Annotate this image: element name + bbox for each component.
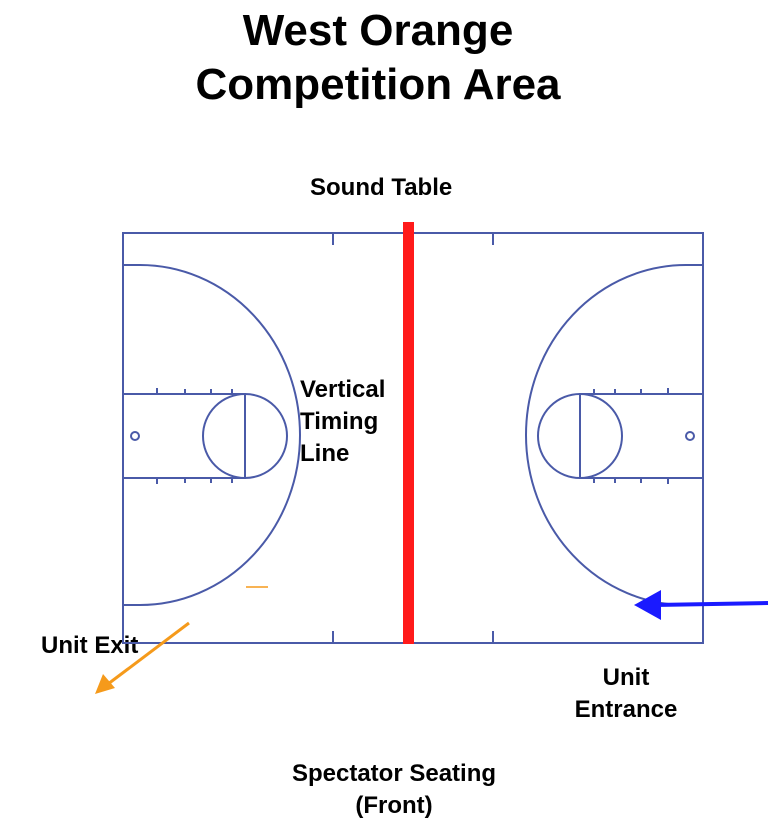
unit-exit-arrowhead	[95, 674, 115, 694]
unit-entrance-arrowhead	[634, 590, 661, 620]
spectator-seating-label-1: Spectator Seating	[291, 760, 497, 787]
left-free-throw-circle	[202, 393, 288, 479]
diagram-title: West Orange Competition Area	[0, 4, 756, 112]
unit-entrance-label-2: Entrance	[574, 696, 678, 723]
unit-entrance-arrow	[654, 601, 769, 607]
timing-line-label: Vertical Timing Line	[300, 374, 385, 470]
timing-line-label-3: Line	[300, 440, 350, 467]
right-basket	[685, 431, 695, 441]
left-three-point-arc	[123, 264, 301, 606]
right-key	[579, 393, 704, 479]
unit-entrance-label-1: Unit	[602, 664, 650, 691]
unit-exit-arrow	[107, 621, 190, 686]
timing-line-label-1: Vertical	[300, 376, 386, 403]
spectator-seating-label-2: (Front)	[355, 792, 433, 819]
title-line-1: West Orange	[242, 6, 514, 55]
right-three-point-arc	[525, 264, 703, 606]
vertical-timing-line	[403, 222, 414, 644]
left-key	[122, 393, 246, 479]
spectator-seating-label: Spectator Seating (Front)	[272, 758, 516, 822]
unit-entrance-label: Unit Entrance	[570, 662, 682, 726]
left-basket	[130, 431, 140, 441]
right-free-throw-circle	[537, 393, 623, 479]
timing-line-label-2: Timing	[300, 408, 379, 435]
title-line-2: Competition Area	[195, 60, 561, 109]
sound-table-label: Sound Table	[310, 174, 453, 201]
